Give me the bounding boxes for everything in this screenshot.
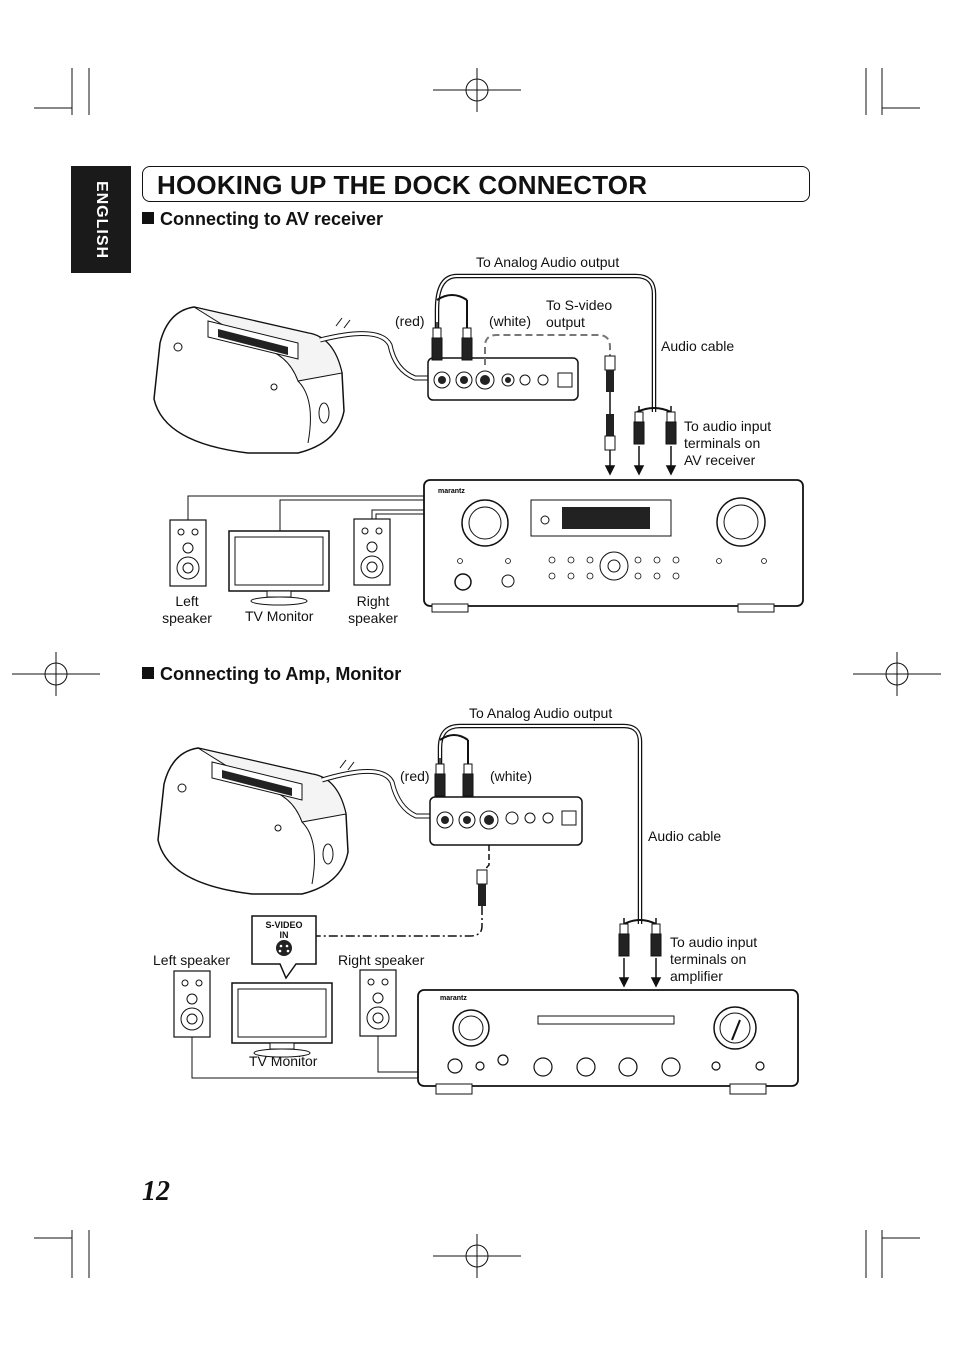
language-tab-label: ENGLISH <box>93 180 110 259</box>
page-title: HOOKING UP THE DOCK CONNECTOR <box>157 170 648 200</box>
page-title-box: HOOKING UP THE DOCK CONNECTOR <box>142 166 810 202</box>
connector-box-2 <box>429 796 583 846</box>
svideo-plug-1 <box>604 355 616 451</box>
amplifier: marantz <box>417 989 799 1095</box>
connector-box-1 <box>427 357 579 401</box>
label-red-2: (red) <box>400 768 430 784</box>
section-heading-av-receiver: Connecting to AV receiver <box>142 209 383 230</box>
tv-monitor-2 <box>231 982 333 1058</box>
svg-text:marantz: marantz <box>438 488 465 495</box>
language-tab: ENGLISH <box>71 166 131 273</box>
svg-text:marantz: marantz <box>440 995 467 1002</box>
left-speaker-1 <box>169 519 207 587</box>
left-speaker-2 <box>173 970 211 1038</box>
label-right-speaker-1: Right speaker <box>348 593 398 626</box>
tv-monitor-1 <box>228 530 330 606</box>
label-svideo-output: To S-video output <box>546 297 613 330</box>
right-speaker-2 <box>359 969 397 1037</box>
label-audio-input-amplifier: To audio input terminals on amplifier <box>670 934 758 984</box>
crop-marks <box>34 68 920 1278</box>
label-white-1: (white) <box>489 313 532 329</box>
registration-mark-left <box>11 651 101 697</box>
registration-mark-right <box>852 651 942 697</box>
dock-unit-2 <box>157 747 349 895</box>
label-audio-cable-2: Audio cable <box>648 828 722 844</box>
section-heading-amp-monitor: Connecting to Amp, Monitor <box>142 664 401 685</box>
label-right-speaker-2: Right speaker <box>338 952 425 968</box>
square-bullet-icon <box>142 212 154 224</box>
av-receiver: marantz <box>423 479 804 613</box>
label-tv-monitor-2: TV Monitor <box>249 1053 318 1069</box>
label-red-1: (red) <box>395 313 425 329</box>
right-speaker-1 <box>353 518 391 586</box>
svideo-plug-2 <box>476 869 488 906</box>
label-left-speaker-1: Left speaker <box>162 593 212 626</box>
registration-mark-top <box>432 67 522 113</box>
label-svideo-in: S-VIDEO IN <box>265 920 303 940</box>
label-analog-audio-output-1: To Analog Audio output <box>476 254 620 270</box>
dock-unit-1 <box>153 306 345 454</box>
label-tv-monitor-1: TV Monitor <box>245 608 314 624</box>
label-white-2: (white) <box>490 768 533 784</box>
label-audio-input-av-receiver: To audio input terminals on AV receiver <box>684 418 772 468</box>
label-analog-audio-output-2: To Analog Audio output <box>469 705 613 721</box>
page-number: 12 <box>142 1176 170 1207</box>
label-audio-cable-1: Audio cable <box>661 338 735 354</box>
label-left-speaker-2: Left speaker <box>153 952 231 968</box>
svideo-in-callout <box>251 915 317 980</box>
registration-mark-bottom <box>432 1233 522 1279</box>
square-bullet-icon <box>142 667 154 679</box>
